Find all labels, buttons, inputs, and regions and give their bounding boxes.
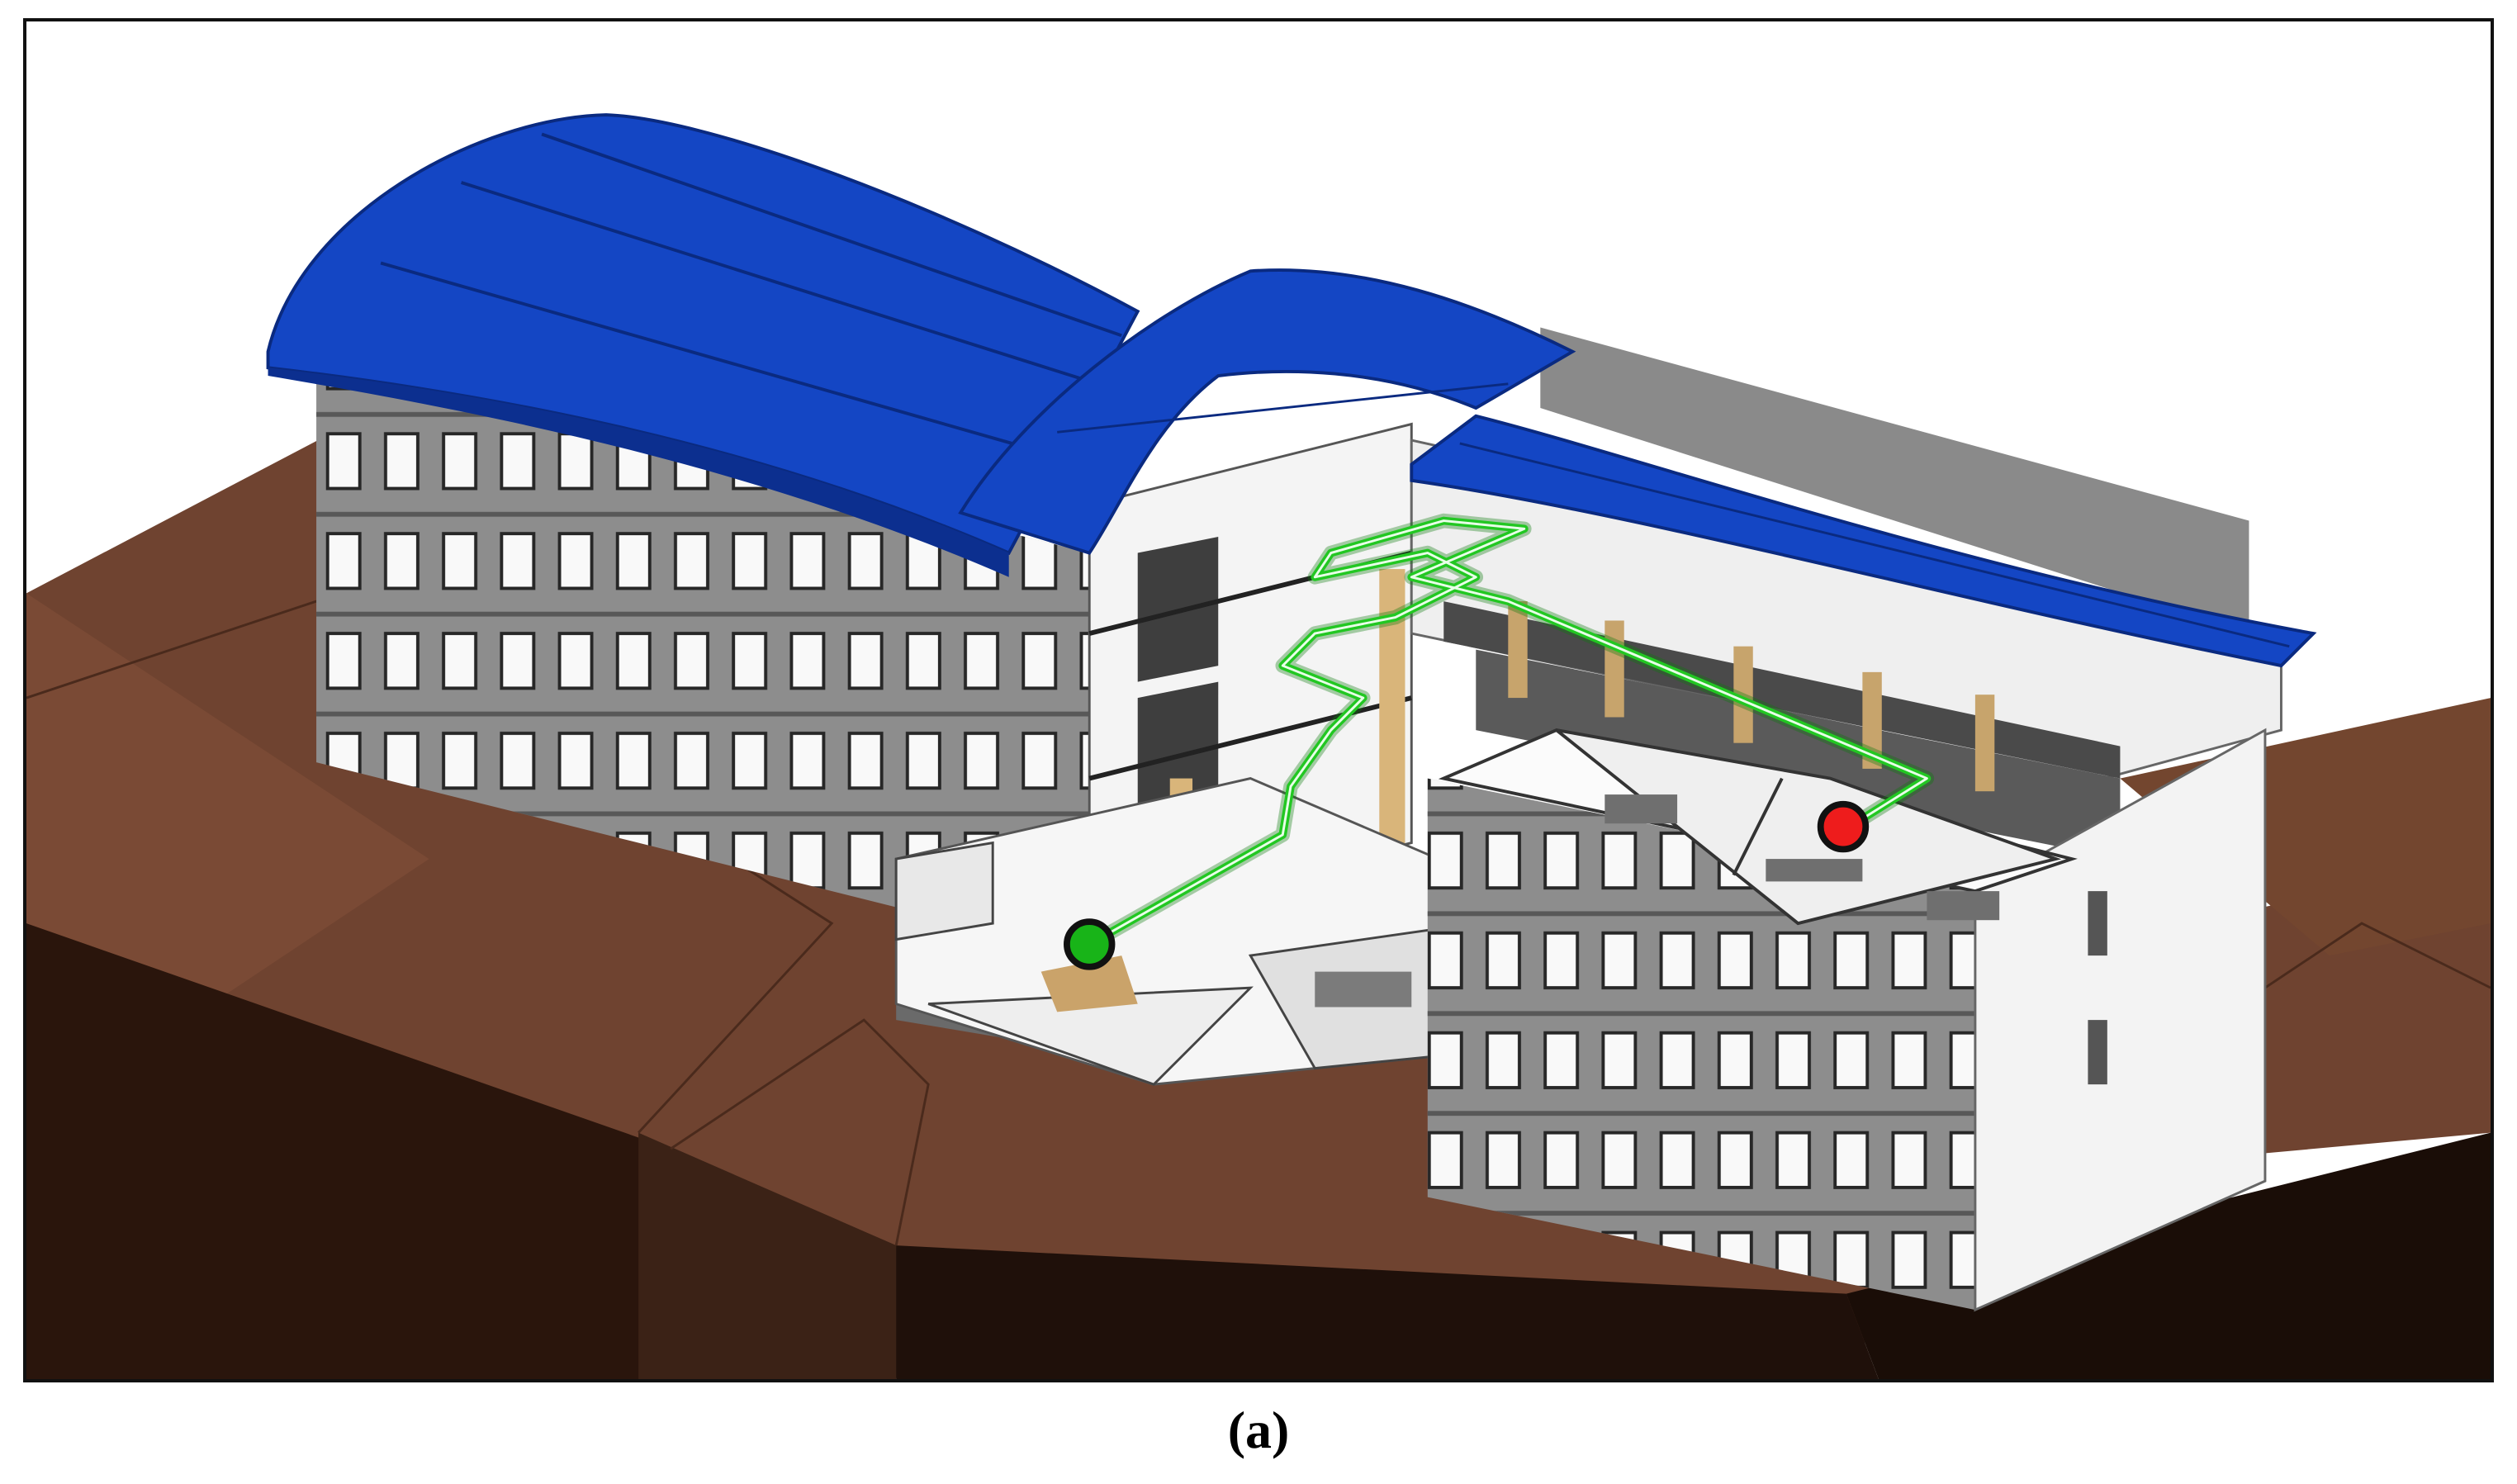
end-point-marker (1817, 800, 1870, 853)
figure-caption: (a) (1227, 1401, 1290, 1459)
building-illustration (26, 113, 2491, 1379)
roofs (266, 113, 2317, 668)
start-point-marker (1064, 918, 1116, 970)
right-wing (1410, 439, 2282, 1312)
rear-wall (1540, 327, 2249, 634)
figure-frame (23, 18, 2494, 1382)
evacuation-route (1085, 513, 1935, 951)
courtyard (894, 777, 1477, 1086)
